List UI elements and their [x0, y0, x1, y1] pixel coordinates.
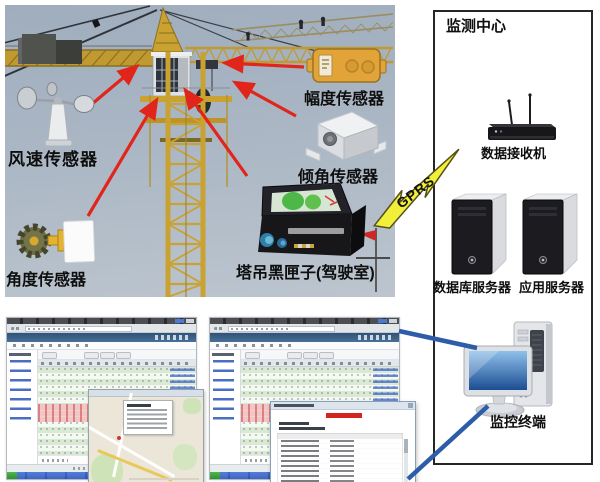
menu-text: [216, 344, 296, 347]
url-field: [228, 326, 335, 332]
dialog-titlebar: [271, 402, 415, 410]
browser-address-bar: [210, 324, 399, 333]
map-popup: [88, 389, 204, 482]
monitoring-center-title: 监测中心: [446, 18, 507, 35]
browser-window-controls: [389, 319, 397, 323]
crane-cab: [151, 52, 192, 97]
app-header-band: [7, 333, 196, 342]
wind-sensor-label: 风速传感器: [8, 150, 98, 169]
start-button: [210, 472, 220, 479]
dialog-table-rows: [277, 439, 403, 482]
back-forward-icons: [11, 327, 21, 330]
toolbar-button: [245, 352, 260, 359]
table-toolbar: [241, 350, 399, 360]
map-green-area: [183, 398, 201, 414]
browser-window-controls: [186, 319, 194, 323]
workers: [246, 16, 326, 41]
gprs-label: GPRS: [393, 172, 438, 211]
browser-active-tab: [175, 319, 184, 323]
app-main-area: [241, 350, 416, 482]
map-info-window: [123, 400, 173, 435]
main-jib: [185, 46, 393, 64]
info-window-text: [127, 409, 167, 429]
browser-screenshot-alarm: [209, 317, 416, 482]
dialog-info-text: [279, 427, 325, 430]
map-popup-titlebar: [89, 390, 203, 397]
browser-tab-bar: [210, 318, 399, 324]
monitor-terminal-label: 监控终端: [490, 414, 546, 430]
background-crane-jib: [231, 13, 394, 42]
application-server-label: 应用服务器: [519, 280, 585, 295]
back-forward-icons: [214, 327, 224, 330]
dialog-value-column: [330, 440, 354, 482]
database-server-label: 数据库服务器: [433, 280, 512, 295]
app-sidebar: [7, 350, 38, 464]
url-text: [28, 328, 88, 330]
map-green-area: [173, 444, 197, 470]
toolbar-button: [319, 352, 334, 359]
pager-text: [245, 459, 271, 462]
toolbar-button: [303, 352, 318, 359]
app-header-band: [210, 333, 399, 342]
angle-sensor-label: 角度传感器: [6, 272, 87, 289]
sidebar-heading: [212, 353, 234, 356]
app-menu-row: [210, 342, 399, 350]
alarm-dialog: [270, 401, 416, 482]
pager-text: [42, 459, 68, 462]
data-receiver-label: 数据接收机: [481, 146, 547, 161]
column-labels: [41, 362, 193, 365]
user-info-text: [155, 335, 191, 340]
trolley: [196, 60, 218, 69]
dialog-scrollbar: [404, 439, 408, 482]
close-icon: [408, 403, 413, 408]
dialog-scrollbar-thumb: [404, 439, 408, 453]
browser-screenshot-map: [6, 317, 204, 482]
map-road: [129, 478, 199, 480]
menu-text: [13, 344, 93, 347]
browser-active-tab: [378, 319, 387, 323]
toolbar-button: [116, 352, 131, 359]
table-header: [38, 360, 196, 367]
app-menu-row: [7, 342, 196, 350]
user-info-text: [358, 335, 394, 340]
toolbar-button: [42, 352, 57, 359]
info-window-title: [127, 404, 151, 407]
dialog-title-text: [274, 404, 314, 407]
counter-jib: [5, 34, 155, 67]
amplitude-sensor-label: 幅度传感器: [304, 91, 385, 108]
toolbar-button: [287, 352, 302, 359]
red-flag: [356, 228, 390, 292]
toolbar-button: [100, 352, 115, 359]
dialog-info-text: [279, 422, 309, 425]
monitoring-center-panel: [433, 10, 593, 465]
column-labels: [244, 362, 396, 365]
app-main-area: [38, 350, 204, 482]
app-sidebar: [210, 350, 241, 464]
sidebar-links: [213, 360, 234, 422]
tilt-sensor-label: 倾角传感器: [298, 169, 379, 186]
alarm-red-text: [326, 413, 362, 418]
url-text: [231, 328, 291, 330]
map-marker: [117, 436, 121, 440]
sidebar-links: [10, 360, 31, 422]
black-box-label: 塔吊黑匣子(驾驶室): [236, 265, 375, 282]
dialog-time-column: [281, 440, 319, 482]
sidebar-heading: [9, 353, 31, 356]
table-header: [241, 360, 399, 367]
browser-tab-bar: [7, 318, 196, 324]
table-toolbar: [38, 350, 196, 360]
start-button: [7, 472, 17, 479]
toolbar-button: [84, 352, 99, 359]
browser-address-bar: [7, 324, 196, 333]
url-field: [25, 326, 132, 332]
